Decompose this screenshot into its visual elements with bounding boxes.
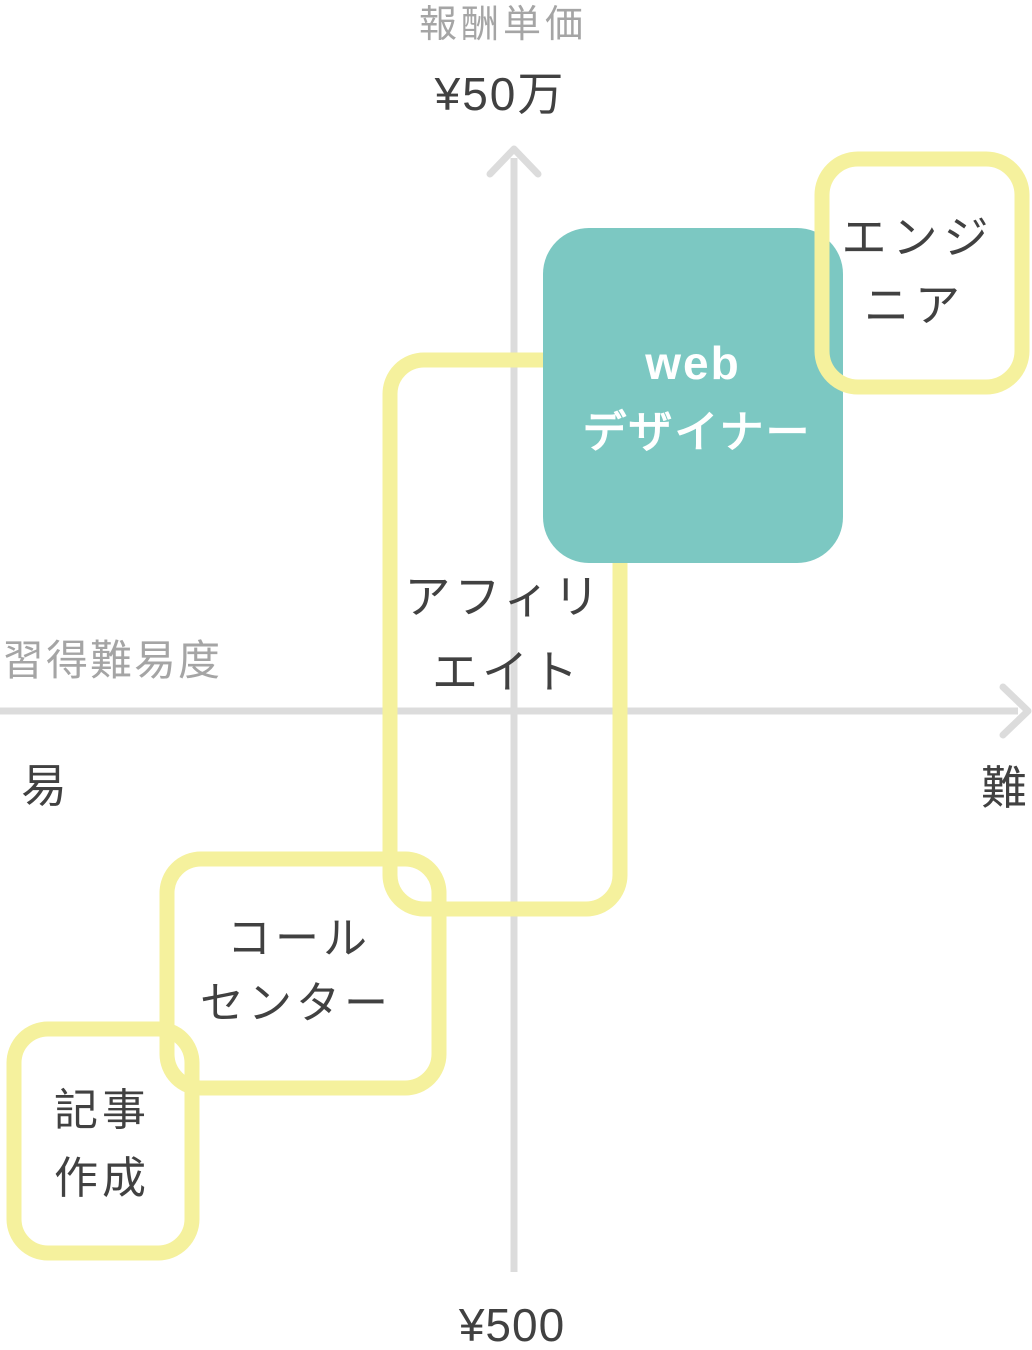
- node-engineer-label-line1: エンジ: [841, 212, 994, 263]
- y-axis-title: 報酬単価: [419, 4, 587, 46]
- node-engineer-label-line2: ニア: [864, 280, 966, 331]
- node-call-center-label-line1: コール: [227, 914, 371, 963]
- node-web-designer-label-line2: デザイナー: [582, 407, 811, 457]
- node-engineer-box: [814, 151, 1030, 395]
- node-affiliate-label-line2: エイト: [432, 646, 582, 698]
- x-axis-title: 習得難易度: [2, 637, 222, 684]
- y-axis-min-label: ¥500: [458, 1299, 565, 1350]
- node-call-center-label-line2: センター: [200, 979, 392, 1028]
- node-article-writing-box: [6, 1021, 200, 1261]
- node-article-writing-label-line2: 作成: [54, 1154, 150, 1203]
- y-axis-arrowhead-icon: [486, 145, 542, 178]
- node-web-designer-box: [543, 228, 843, 563]
- node-call-center-box: [159, 851, 447, 1096]
- node-affiliate-box: [382, 352, 628, 917]
- x-axis-min-label: 易: [21, 760, 67, 812]
- y-axis-max-label: ¥50万: [434, 68, 566, 120]
- x-axis-max-label: 難: [981, 762, 1027, 814]
- node-affiliate-label-line1: アフィリ: [404, 571, 603, 623]
- node-web-designer-label-line1: web: [644, 337, 740, 389]
- x-axis-arrowhead-icon: [999, 683, 1032, 739]
- node-article-writing-label-line1: 記事: [54, 1086, 150, 1135]
